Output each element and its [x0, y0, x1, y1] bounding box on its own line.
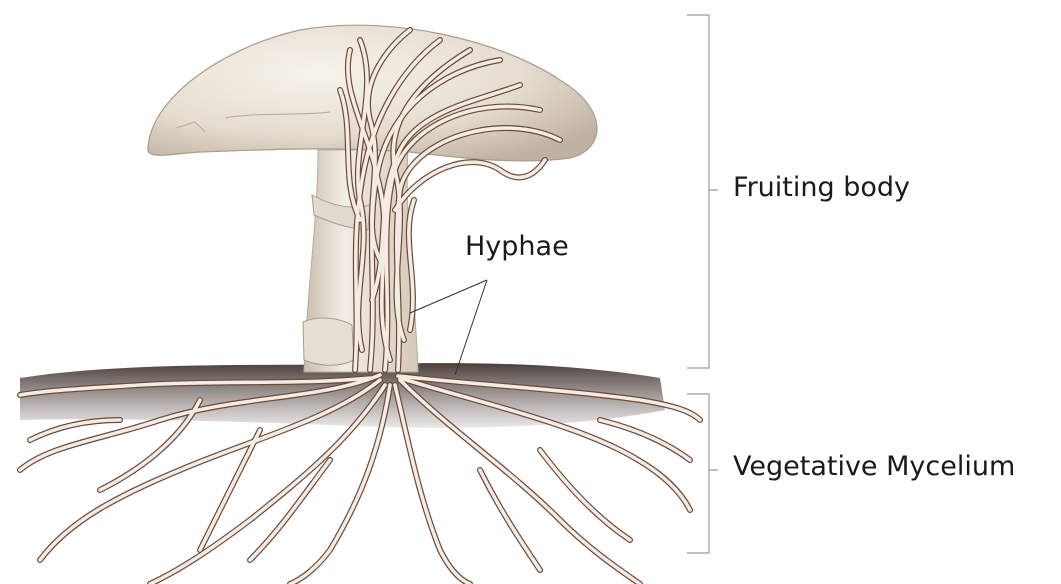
fruiting-body-bracket — [687, 15, 718, 368]
vegetative-mycelium-label: Vegetative Mycelium — [733, 453, 1015, 480]
hyphae-label: Hyphae — [465, 233, 569, 260]
vegetative-mycelium-bracket — [687, 394, 718, 553]
hyphae-pointer-lines — [410, 280, 487, 375]
hyphae-pointer-line — [455, 280, 487, 375]
hyphae-pointer-line — [410, 280, 487, 313]
fruiting-body-label: Fruiting body — [733, 174, 910, 201]
volva — [303, 318, 354, 365]
